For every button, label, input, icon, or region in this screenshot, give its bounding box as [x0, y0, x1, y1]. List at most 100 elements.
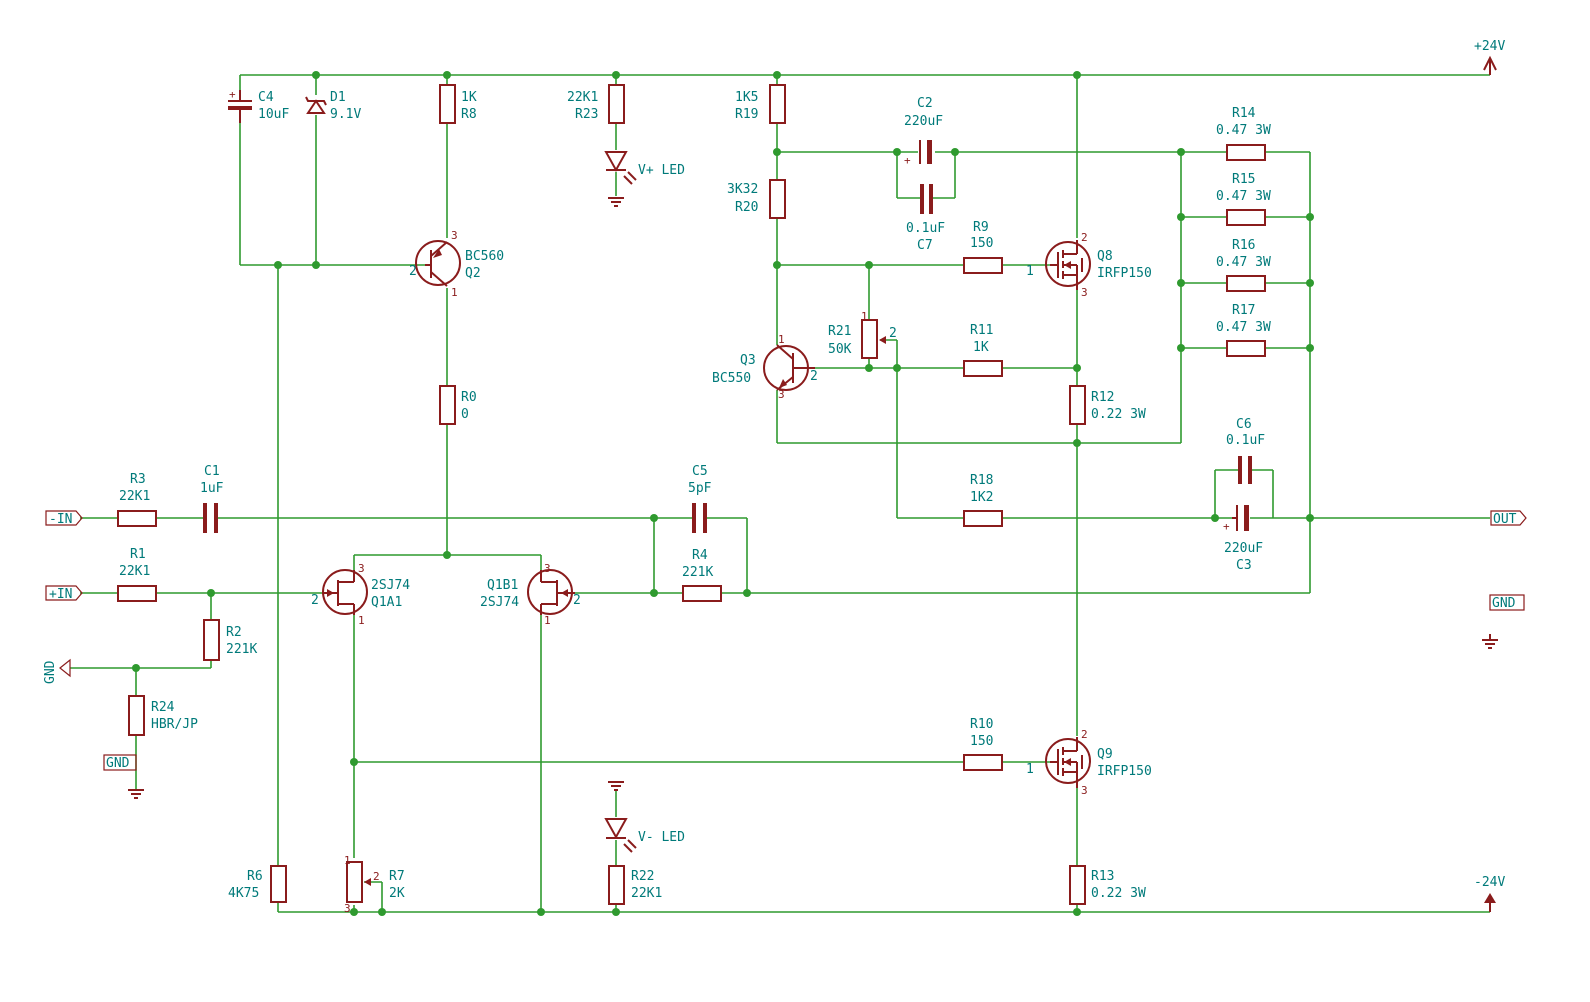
resistor-r23: 22K1 R23	[567, 84, 625, 124]
svg-text:R10: R10	[970, 717, 993, 732]
svg-text:2: 2	[311, 593, 319, 608]
capacitor-c3: + 220uF C3	[1223, 505, 1263, 573]
svg-text:R14: R14	[1232, 106, 1256, 121]
port-in-plus: +IN	[45, 585, 83, 602]
svg-text:1K: 1K	[973, 340, 989, 355]
svg-text:D1: D1	[330, 90, 346, 105]
svg-text:+IN: +IN	[49, 587, 72, 602]
svg-text:HBR/JP: HBR/JP	[151, 717, 198, 732]
svg-text:Q1A1: Q1A1	[371, 595, 402, 610]
svg-text:1: 1	[861, 310, 868, 323]
svg-text:R17: R17	[1232, 303, 1255, 318]
svg-text:2: 2	[1081, 231, 1088, 244]
svg-text:IRFP150: IRFP150	[1097, 764, 1152, 779]
led-v-minus: V- LED	[604, 781, 685, 853]
svg-text:C4: C4	[258, 90, 274, 105]
svg-text:IRFP150: IRFP150	[1097, 266, 1152, 281]
svg-text:9.1V: 9.1V	[330, 107, 361, 122]
svg-text:0.47 3W: 0.47 3W	[1216, 255, 1271, 270]
svg-text:2K: 2K	[389, 886, 405, 901]
svg-text:0: 0	[461, 407, 469, 422]
svg-text:5pF: 5pF	[688, 481, 712, 496]
svg-text:0.1uF: 0.1uF	[1226, 433, 1265, 448]
svg-text:2: 2	[373, 870, 380, 883]
resistor-r0: R0 0	[439, 385, 477, 425]
svg-text:Q1B1: Q1B1	[487, 578, 518, 593]
svg-text:R22: R22	[631, 869, 654, 884]
capacitor-c2: + C2 220uF	[904, 96, 943, 167]
potentiometer-r7: 1 3 2 R7 2K	[344, 854, 405, 915]
svg-text:R19: R19	[735, 107, 758, 122]
resistor-r9: R9 150	[963, 220, 1003, 274]
resistor-r10: R10 150	[963, 717, 1003, 771]
svg-text:0.22 3W: 0.22 3W	[1091, 407, 1146, 422]
svg-text:150: 150	[970, 734, 993, 749]
resistor-r18: R18 1K2	[963, 473, 1003, 527]
svg-text:R18: R18	[970, 473, 993, 488]
svg-text:R3: R3	[130, 472, 146, 487]
svg-text:3: 3	[1081, 286, 1088, 299]
svg-text:R0: R0	[461, 390, 477, 405]
capacitor-c7: 0.1uF C7	[906, 184, 945, 253]
svg-text:22K1: 22K1	[567, 90, 598, 105]
svg-text:1: 1	[1026, 762, 1034, 777]
svg-text:3: 3	[451, 229, 458, 242]
junctions	[132, 71, 1314, 916]
svg-text:2SJ74: 2SJ74	[371, 578, 410, 593]
resistor-r8: 1K R8	[439, 84, 477, 124]
svg-text:50K: 50K	[828, 342, 852, 357]
zener-d1: D1 9.1V	[305, 90, 361, 122]
svg-text:0.47 3W: 0.47 3W	[1216, 189, 1271, 204]
svg-text:22K1: 22K1	[119, 564, 150, 579]
svg-text:1: 1	[451, 286, 458, 299]
svg-text:1: 1	[544, 614, 551, 627]
transistor-q2: 3 1 2 BC560 Q2	[409, 229, 504, 299]
svg-text:GND: GND	[1492, 596, 1516, 611]
capacitor-c1: C1 1uF	[200, 464, 224, 533]
resistor-r3: R3 22K1	[117, 472, 157, 527]
resistor-r2: R2 221K	[203, 619, 257, 661]
svg-text:C2: C2	[917, 96, 933, 111]
port-gnd-right: GND	[1482, 594, 1525, 649]
svg-text:2: 2	[889, 326, 897, 341]
svg-text:GND: GND	[106, 756, 130, 771]
resistor-r14: R14 0.47 3W	[1216, 106, 1271, 161]
led-v-plus: V+ LED	[604, 151, 685, 207]
svg-text:220uF: 220uF	[904, 114, 943, 129]
svg-text:3: 3	[358, 562, 365, 575]
mosfet-q8: 2 3 1 Q8 IRFP150	[1026, 231, 1152, 299]
svg-text:R12: R12	[1091, 390, 1114, 405]
resistor-r24: R24 HBR/JP	[128, 695, 198, 736]
svg-text:1: 1	[1026, 264, 1034, 279]
svg-text:22K1: 22K1	[631, 886, 662, 901]
gnd-left-flag: GND	[43, 658, 71, 684]
svg-text:C6: C6	[1236, 417, 1252, 432]
svg-text:22K1: 22K1	[119, 489, 150, 504]
svg-text:3K32: 3K32	[727, 182, 758, 197]
svg-text:R24: R24	[151, 700, 175, 715]
potentiometer-r21: 1 2 R21 50K	[828, 310, 897, 359]
svg-text:GND: GND	[43, 660, 58, 684]
power-negative-symbol: -24V	[1474, 875, 1505, 912]
resistor-r6: R6 4K75	[228, 865, 287, 903]
svg-text:R1: R1	[130, 547, 146, 562]
svg-text:V+ LED: V+ LED	[638, 163, 685, 178]
svg-text:3: 3	[1081, 784, 1088, 797]
svg-text:220uF: 220uF	[1224, 541, 1263, 556]
power-positive-symbol: +24V	[1474, 39, 1505, 75]
svg-text:1: 1	[344, 854, 351, 867]
svg-text:R23: R23	[575, 107, 598, 122]
svg-text:1: 1	[778, 333, 785, 346]
svg-text:150: 150	[970, 236, 993, 251]
svg-text:2: 2	[810, 369, 818, 384]
svg-text:C1: C1	[204, 464, 220, 479]
svg-text:R21: R21	[828, 324, 851, 339]
resistor-r13: R13 0.22 3W	[1069, 865, 1146, 905]
svg-text:R13: R13	[1091, 869, 1114, 884]
svg-text:1: 1	[358, 614, 365, 627]
svg-text:R4: R4	[692, 548, 708, 563]
svg-text:C5: C5	[692, 464, 708, 479]
svg-text:0.22 3W: 0.22 3W	[1091, 886, 1146, 901]
svg-text:V- LED: V- LED	[638, 830, 685, 845]
